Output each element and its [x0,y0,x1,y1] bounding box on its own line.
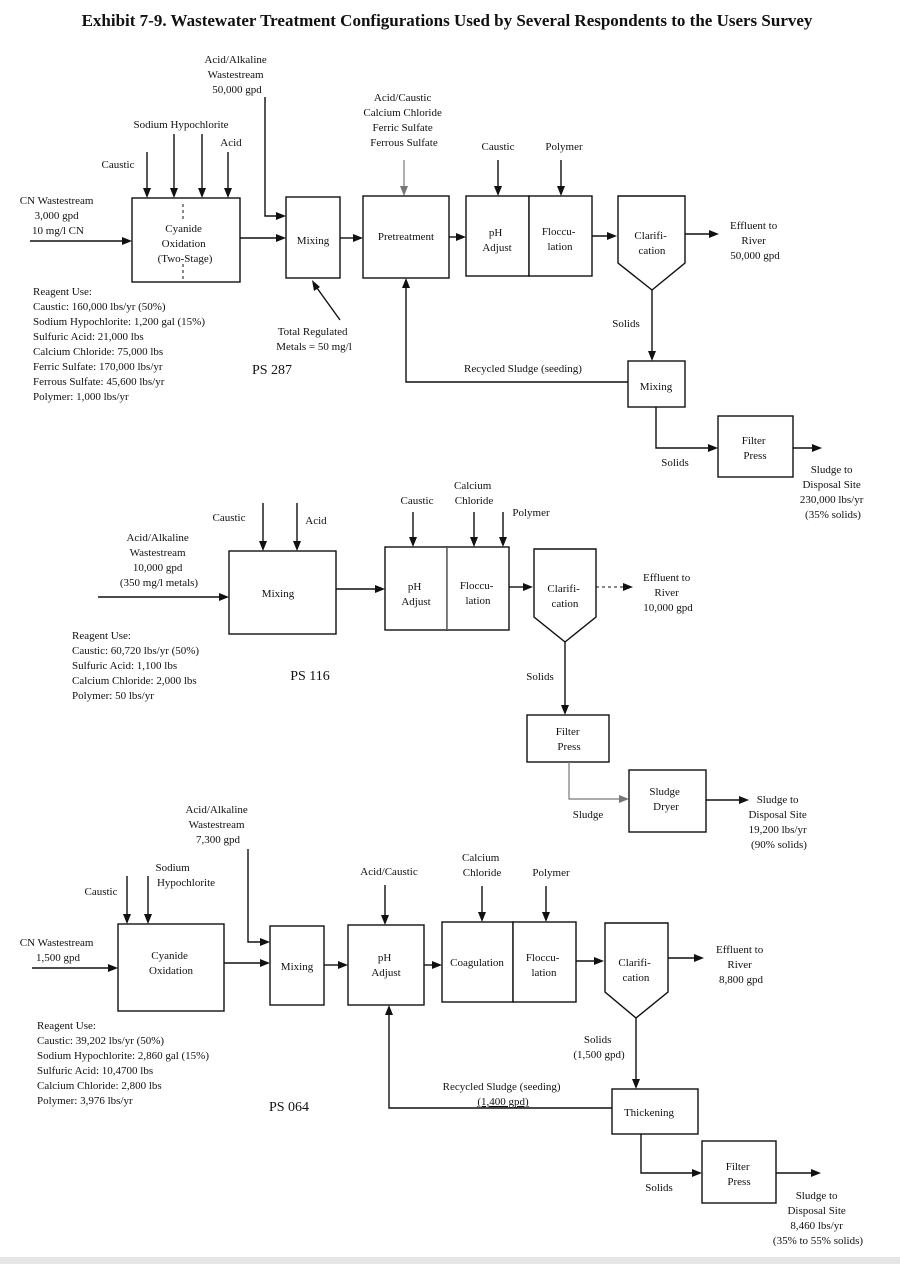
ps287-caustic2-label: Caustic [482,141,515,153]
bottom-strip [0,1257,900,1264]
ps116-sludge-dryer-label: Sludge Dryer [649,786,682,813]
ps287-cyanide-oxidation-box [131,197,241,283]
ps287-sodium-hypochlorite-label: Sodium Hypochlorite [133,119,228,131]
ps287-clarification-label: Clarifi- cation [634,230,669,257]
ps116-calcium-chloride-label: Calcium Chloride [454,480,494,507]
ps116-ph-adjust-label: pH Adjust [401,581,430,608]
ps287-total-metals-label: Total Regulated Metals = 50 mg/l [276,326,352,353]
ps064-flocculation-box [512,921,577,1003]
ps116-acid-label: Acid [305,515,327,527]
ps287-pretreatment-chems-label: Acid/Caustic Calcium Chloride Ferric Sul… [363,92,444,149]
ps287-solids2-label: Solids [661,457,689,469]
ps064-mixing-label: Mixing [281,961,314,973]
ps287-acid-label: Acid [220,137,242,149]
ps116-reagent-list: Reagent Use: Caustic: 60,720 lbs/yr (50%… [72,630,202,702]
ps287-sludge-label: Sludge to Disposal Site 230,000 lbs/yr (… [800,464,866,521]
ps287-pretreatment-box [362,195,450,279]
ps064-recycled-label: Recycled Sludge (seeding) (1,400 gpd) [443,1081,564,1108]
ps064-calcium-chloride-label: Calcium Chloride [462,852,502,879]
ps064-clarification-label: Clarifi- cation [618,957,653,984]
ps116-caustic-label: Caustic [213,512,246,524]
ps287-effluent-label: Effluent to River 50,000 gpd [730,220,780,262]
ps287-polymer-label: Polymer [545,141,583,153]
ps116-flocculation-box [446,546,510,631]
ps116-flocculation-label: Floccu- lation [460,580,496,607]
ps287-solids-label: Solids [612,318,640,330]
ps287-ph-adjust-label: pH Adjust [482,227,511,254]
ps116-caustic2-label: Caustic [401,495,434,507]
ps116-sludge-small-label: Sludge [573,809,604,821]
ps064-cn-wastestream-label: CN Wastestream 1,500 gpd [20,937,97,964]
ps287-pretreatment-label: Pretreatment [378,231,434,243]
ps064-mixing-box [269,925,325,1006]
ps116-mixing-box [228,550,337,635]
ps116-effluent-label: Effluent to River 10,000 gpd [643,572,693,614]
ps287-id-label: PS 287 [252,363,292,378]
ps116-filter-press-box [526,714,610,763]
ps064-coagulation-box [441,921,514,1003]
ps287-acid-alkaline-label: Acid/Alkaline Wastestream 50,000 gpd [204,54,269,96]
ps287-section: Acid/Alkaline Wastestream 50,000 gpd Sod… [20,54,866,521]
ps064-thickening-label: Thickening [624,1107,675,1119]
ps116-sludge-label: Sludge to Disposal Site 19,200 lbs/yr (9… [748,794,809,851]
ps064-cyanide-oxidation-label: Cyanide Oxidation [149,950,193,977]
ps116-acid-alkaline-label: Acid/Alkaline Wastestream 10,000 gpd (35… [120,532,199,589]
ps287-flocculation-box [528,195,593,277]
ps064-reagent-list: Reagent Use: Caustic: 39,202 lbs/yr (50%… [37,1020,212,1107]
ps064-clarifier-shape [604,922,669,1019]
ps064-sodium-hypochlorite-label: Sodium Hypochlorite [156,862,216,889]
ps287-clarifier-shape [617,195,686,291]
ps064-caustic-label: Caustic [85,886,118,898]
ps064-ph-adjust-box [347,924,425,1006]
ps287-mixing-label: Mixing [297,235,330,247]
ps116-mixing-label: Mixing [262,588,295,600]
ps287-mixing-box [285,196,341,279]
ps064-thickening-box [611,1088,699,1135]
ps116-sludge-dryer-box [628,769,707,833]
ps287-flocculation-label: Floccu- lation [542,226,578,253]
exhibit-title: Exhibit 7-9. Wastewater Treatment Config… [82,11,813,30]
ps064-solids2-label: Solids [645,1182,673,1194]
ps064-ph-adjust-label: pH Adjust [371,952,400,979]
ps116-polymer-label: Polymer [512,507,550,519]
ps287-reagent-list: Reagent Use: Caustic: 160,000 lbs/yr (50… [33,286,208,403]
ps064-filter-press-label: Filter Press [726,1161,753,1188]
ps287-ph-adjust-box [465,195,530,277]
ps064-id-label: PS 064 [269,1100,309,1115]
ps064-acid-alkaline-label: Acid/Alkaline Wastestream 7,300 gpd [185,804,250,846]
ps287-mixing2-box [627,360,686,408]
ps064-sludge-label: Sludge to Disposal Site 8,460 lbs/yr (35… [773,1190,863,1247]
ps064-polymer-label: Polymer [532,867,570,879]
ps287-recycled-label: Recycled Sludge (seeding) [464,363,582,375]
ps064-filter-press-box [701,1140,777,1204]
ps064-solids-label: Solids (1,500 gpd) [573,1034,625,1061]
ps064-coagulation-label: Coagulation [450,957,504,969]
ps116-clarification-label: Clarifi- cation [547,583,582,610]
ps116-filter-press-label: Filter Press [556,726,583,753]
ps064-section: Acid/Alkaline Wastestream 7,300 gpd Sodi… [20,804,864,1247]
ps287-cyanide-oxidation-label: Cyanide Oxidation (Two-Stage) [158,223,213,265]
ps287-filter-press-box [717,415,794,478]
ps116-id-label: PS 116 [290,669,330,684]
ps116-clarifier-shape [533,548,597,643]
ps116-solids-label: Solids [526,671,554,683]
ps116-section: Caustic Acid Acid/Alkaline Wastestream 1… [72,480,809,851]
ps287-caustic-label: Caustic [102,159,135,171]
ps287-filter-press-label: Filter Press [742,435,769,462]
ps064-cyanide-oxidation-box [117,923,225,1012]
ps287-mixing2-label: Mixing [640,381,673,393]
ps287-cn-wastestream-label: CN Wastestream 3,000 gpd 10 mg/l CN [20,195,97,237]
ps064-effluent-label: Effluent to River 8,800 gpd [716,944,766,986]
ps064-acid-caustic-label: Acid/Caustic [360,866,418,878]
ps064-flocculation-label: Floccu- lation [526,952,562,979]
